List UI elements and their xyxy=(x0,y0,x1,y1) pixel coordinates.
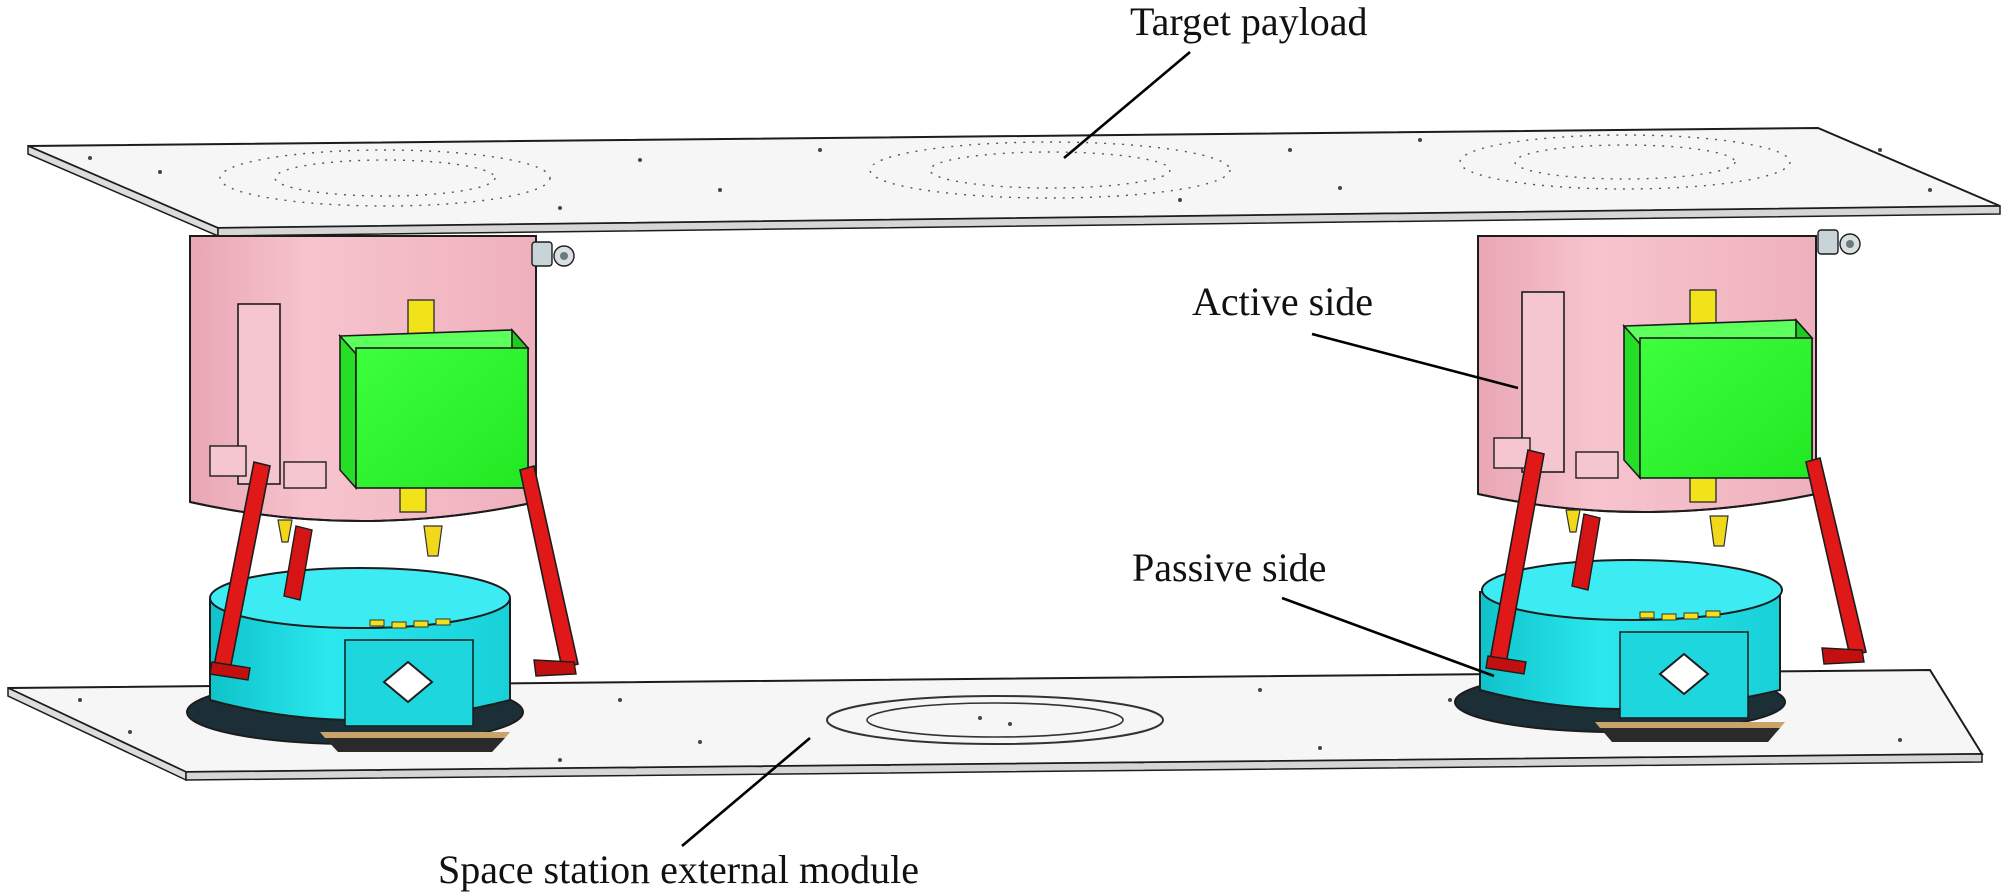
external-module-label: Space station external module xyxy=(438,847,919,892)
target-payload-label: Target payload xyxy=(1130,0,1368,44)
active-side-label: Active side xyxy=(1192,279,1374,324)
bolt-icon xyxy=(1817,229,1861,255)
active-mechanism-left xyxy=(189,235,579,681)
leader-line-target-payload xyxy=(1063,51,1191,159)
bolt-icon xyxy=(531,241,575,267)
active-mechanism-right xyxy=(1477,229,1867,675)
passive-mechanism-left xyxy=(186,567,524,752)
hazard-diamond-icon xyxy=(1658,652,1710,696)
passive-mechanism-right xyxy=(1454,559,1786,742)
leader-line-passive-side xyxy=(1281,596,1495,678)
leader-lines xyxy=(681,51,1519,847)
passive-side-label: Passive side xyxy=(1132,545,1327,590)
target-payload-plate xyxy=(27,126,2001,238)
leader-line-active-side xyxy=(1311,332,1519,390)
leader-line-external-module xyxy=(681,737,811,847)
hazard-diamond-icon xyxy=(382,660,434,704)
